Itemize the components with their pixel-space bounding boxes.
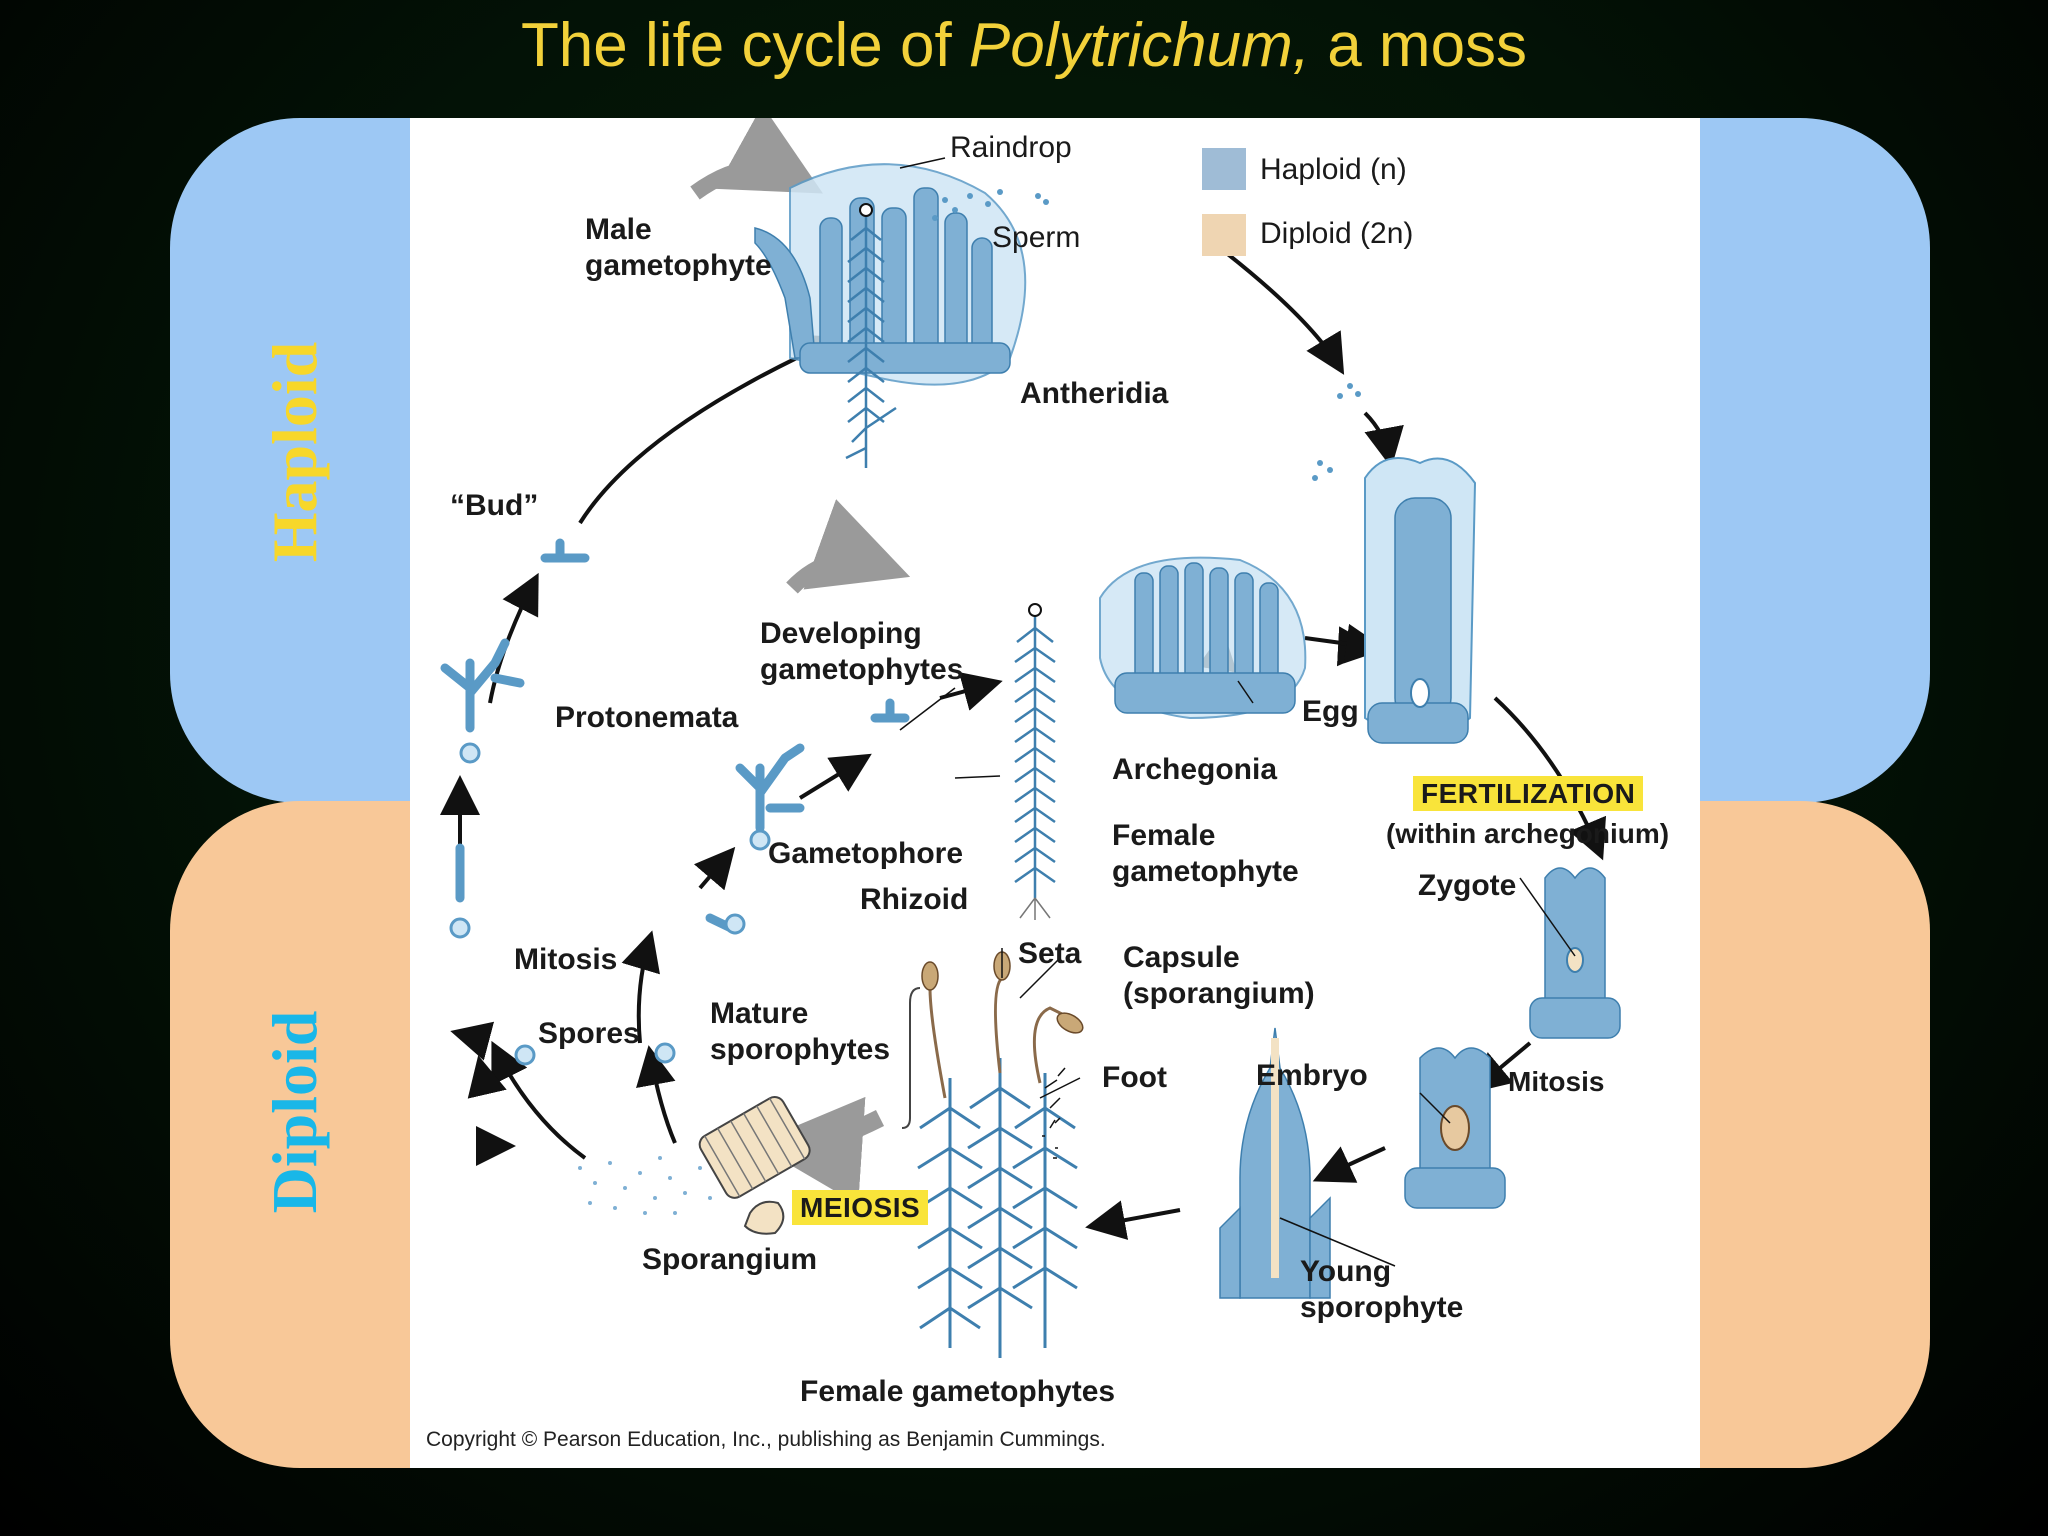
- label-capsule-2: (sporangium): [1123, 977, 1315, 1010]
- legend-haploid-swatch: [1202, 148, 1246, 190]
- label-embryo: Embryo: [1256, 1059, 1368, 1092]
- haploid-band-label: Haploid: [259, 341, 330, 563]
- label-meiosis: MEIOSIS: [792, 1190, 929, 1226]
- label-sporangium: Sporangium: [642, 1243, 818, 1276]
- label-rhizoid: Rhizoid: [860, 883, 969, 916]
- label-fertilization: FERTILIZATION: [1413, 776, 1644, 812]
- label-young-2: sporophyte: [1300, 1291, 1464, 1324]
- label-zygote: Zygote: [1418, 869, 1517, 902]
- label-developing-2: gametophytes: [760, 653, 964, 686]
- label-mitosis-left: Mitosis: [514, 943, 618, 976]
- label-male-gametophyte-2: gametophyte: [585, 249, 772, 282]
- cycle-arrows: [440, 246, 1607, 1240]
- copyright-notice: Copyright © Pearson Education, Inc., pub…: [426, 1428, 1106, 1451]
- label-seta: Seta: [1018, 937, 1082, 970]
- slide-title: The life cycle of Polytrichum, a moss: [520, 11, 1528, 80]
- label-developing-1: Developing: [760, 617, 922, 650]
- label-female-gametophyte-1: Female: [1112, 819, 1216, 852]
- diploid-band-label: Diploid: [259, 1010, 330, 1214]
- label-archegonia: Archegonia: [1112, 753, 1278, 786]
- male-gametophyte-plant: [845, 208, 897, 468]
- label-female-gametophyte-2: gametophyte: [1112, 855, 1299, 888]
- label-antheridia: Antheridia: [1020, 377, 1169, 410]
- label-capsule-1: Capsule: [1123, 941, 1240, 974]
- female-gametophore-plant: [1014, 608, 1056, 920]
- label-mature-2: sporophytes: [710, 1033, 891, 1066]
- legend-diploid-swatch: [1202, 214, 1246, 256]
- label-raindrop: Raindrop: [950, 131, 1072, 164]
- label-protonemata: Protonemata: [555, 701, 739, 734]
- label-mature-1: Mature: [710, 997, 809, 1030]
- label-egg: Egg: [1302, 695, 1359, 728]
- life-cycle-illustration: [440, 118, 1621, 1358]
- label-within-archegonium: (within archegonium): [1386, 818, 1670, 849]
- label-young-1: Young: [1300, 1255, 1392, 1288]
- label-foot: Foot: [1102, 1061, 1167, 1094]
- life-cycle-figure: Haploid (n) Diploid (2n) Raindrop Sperm …: [410, 118, 1700, 1468]
- legend-diploid-label: Diploid (2n): [1260, 217, 1414, 250]
- label-bud: “Bud”: [450, 489, 539, 522]
- label-male-gametophyte-1: Male: [585, 213, 652, 246]
- label-gametophore: Gametophore: [768, 837, 964, 870]
- label-mitosis-right: Mitosis: [1508, 1066, 1605, 1097]
- label-female-gametophytes: Female gametophytes: [800, 1375, 1116, 1408]
- legend-haploid-label: Haploid (n): [1260, 153, 1407, 186]
- female-gametophytes-clump: [917, 1058, 1078, 1358]
- label-spores: Spores: [538, 1017, 640, 1050]
- label-sperm: Sperm: [992, 221, 1081, 254]
- sporangium-capsule: [698, 1096, 811, 1199]
